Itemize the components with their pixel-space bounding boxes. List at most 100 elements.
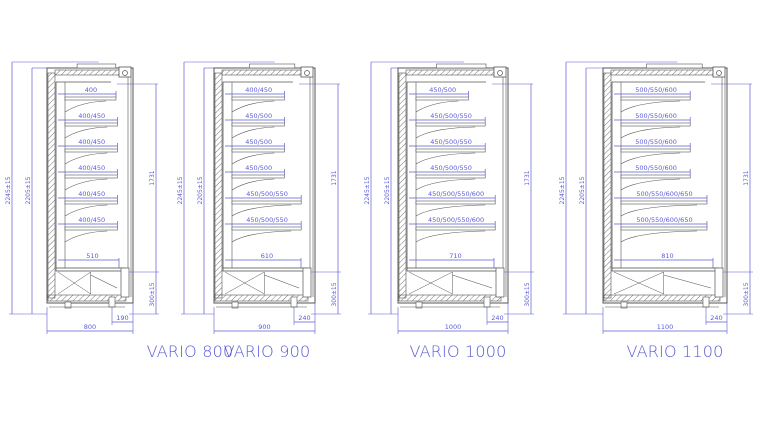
shelf [620,148,691,153]
shelf-depth-label: 450/500/550 [246,190,288,198]
shelf [415,122,486,127]
base-height-label: 300±15 [524,282,531,306]
model-title-vario-1100: VARIO 1100 [626,342,724,361]
top-canopy-insulation [405,69,497,76]
shelf [620,226,708,231]
base-insulation [603,294,721,302]
shelf [231,148,285,153]
shelf-bracket [620,100,681,113]
shelf-depth-label: 500/550/600 [635,138,677,146]
base-insulation [47,294,127,302]
cabinet-vario-1100: 500/550/600 500/550/600 500/550/600 500/550… [559,61,753,334]
shelf-zone-label: 1731 [524,170,531,185]
shelf [64,148,118,153]
shelf [620,96,691,101]
back-wall-insulation [47,72,56,299]
well-tray [611,267,720,272]
canopy-light-unit [118,66,132,78]
foot [64,301,72,309]
body-height-label: 2205±15 [197,176,204,204]
shelf-zone-label: 1731 [331,170,338,185]
well-tray [406,267,501,272]
canopy-fan-icon [497,70,503,76]
base-height-label: 300±15 [743,282,750,306]
shelf [620,174,691,179]
shelf-bracket [415,204,486,217]
shelf-depth-label: 450/500 [245,164,272,172]
base-shelf-label: 510 [86,252,98,260]
base-height-label: 300±15 [331,282,338,306]
shelf [231,174,285,179]
shelf-bracket [231,178,275,191]
shelf [231,122,285,127]
base-height-label: 300±15 [149,282,156,306]
foot [231,301,239,309]
front-kick-plate [714,267,724,298]
front-offset-label: 240 [710,314,722,322]
shelf-bracket [231,204,292,217]
shelf-bracket [415,126,476,139]
shelf [620,122,691,127]
model-title-vario-900: VARIO 900 [223,342,311,361]
cabinet-vario-800: 400400/450400/450400/450400/450400/45051… [5,61,159,334]
shelf-bracket [64,152,108,165]
shelf [64,174,118,179]
shelf-depth-label: 400/450 [78,216,105,224]
total-height-label: 2245±15 [559,176,566,204]
shelf-depth-label: 500/550/600/650 [636,190,692,198]
shelf-bracket [231,230,292,243]
front-kick-plate [495,267,505,298]
shelf-depth-label: 450/500 [429,86,456,94]
top-cover [249,63,296,69]
shelf [415,174,486,179]
front-kick-plate [120,267,130,298]
shelf-bracket [415,178,476,191]
top-cover [436,63,487,69]
air-return-slope [264,274,300,289]
body-height-label: 2205±15 [579,176,586,204]
top-canopy-insulation [610,69,716,76]
model-title-vario-1000: VARIO 1000 [409,342,507,361]
shelf-bracket [415,230,486,243]
shelf-bracket [620,204,698,217]
shelf-bracket [64,126,108,139]
front-offset-label: 240 [491,314,503,322]
shelf-depth-label: 450/500/550/600 [428,216,484,224]
shelf-depth-label: 500/550/600 [635,164,677,172]
shelf [64,200,118,205]
shelf [415,96,469,101]
shelf-depth-label: 500/550/600 [635,112,677,120]
shelf [415,200,496,205]
canopy-light-unit [712,66,726,78]
shelf-zone-label: 1731 [743,170,750,185]
shelf-depth-label: 450/500/550/600 [428,190,484,198]
shelf-depth-label: 400 [85,86,97,94]
width-label: 800 [84,323,96,331]
shelf-depth-label: 400/450 [78,164,105,172]
width-label: 900 [258,323,270,331]
adjustable-foot [702,296,710,308]
canopy-fan-icon [304,70,310,76]
shelf-depth-label: 450/500/550 [430,138,472,146]
shelf-bracket [64,178,108,191]
canopy-light-unit [493,66,507,78]
canopy-light-unit [300,66,314,78]
total-height-label: 2245±15 [5,176,12,204]
canopy-fan-icon [122,70,128,76]
base-shelf-label: 810 [661,252,673,260]
base-insulation [398,294,502,302]
foot [620,301,628,309]
base-insulation [214,294,309,302]
top-cover [646,63,703,69]
top-cover [76,63,117,69]
base-shelf-label: 610 [261,252,273,260]
shelf-bracket [415,100,459,113]
adjustable-foot [483,296,491,308]
shelf [64,96,117,101]
shelf [415,148,486,153]
shelf-bracket [620,152,681,165]
well-tray [55,267,126,272]
shelf-bracket [231,126,275,139]
